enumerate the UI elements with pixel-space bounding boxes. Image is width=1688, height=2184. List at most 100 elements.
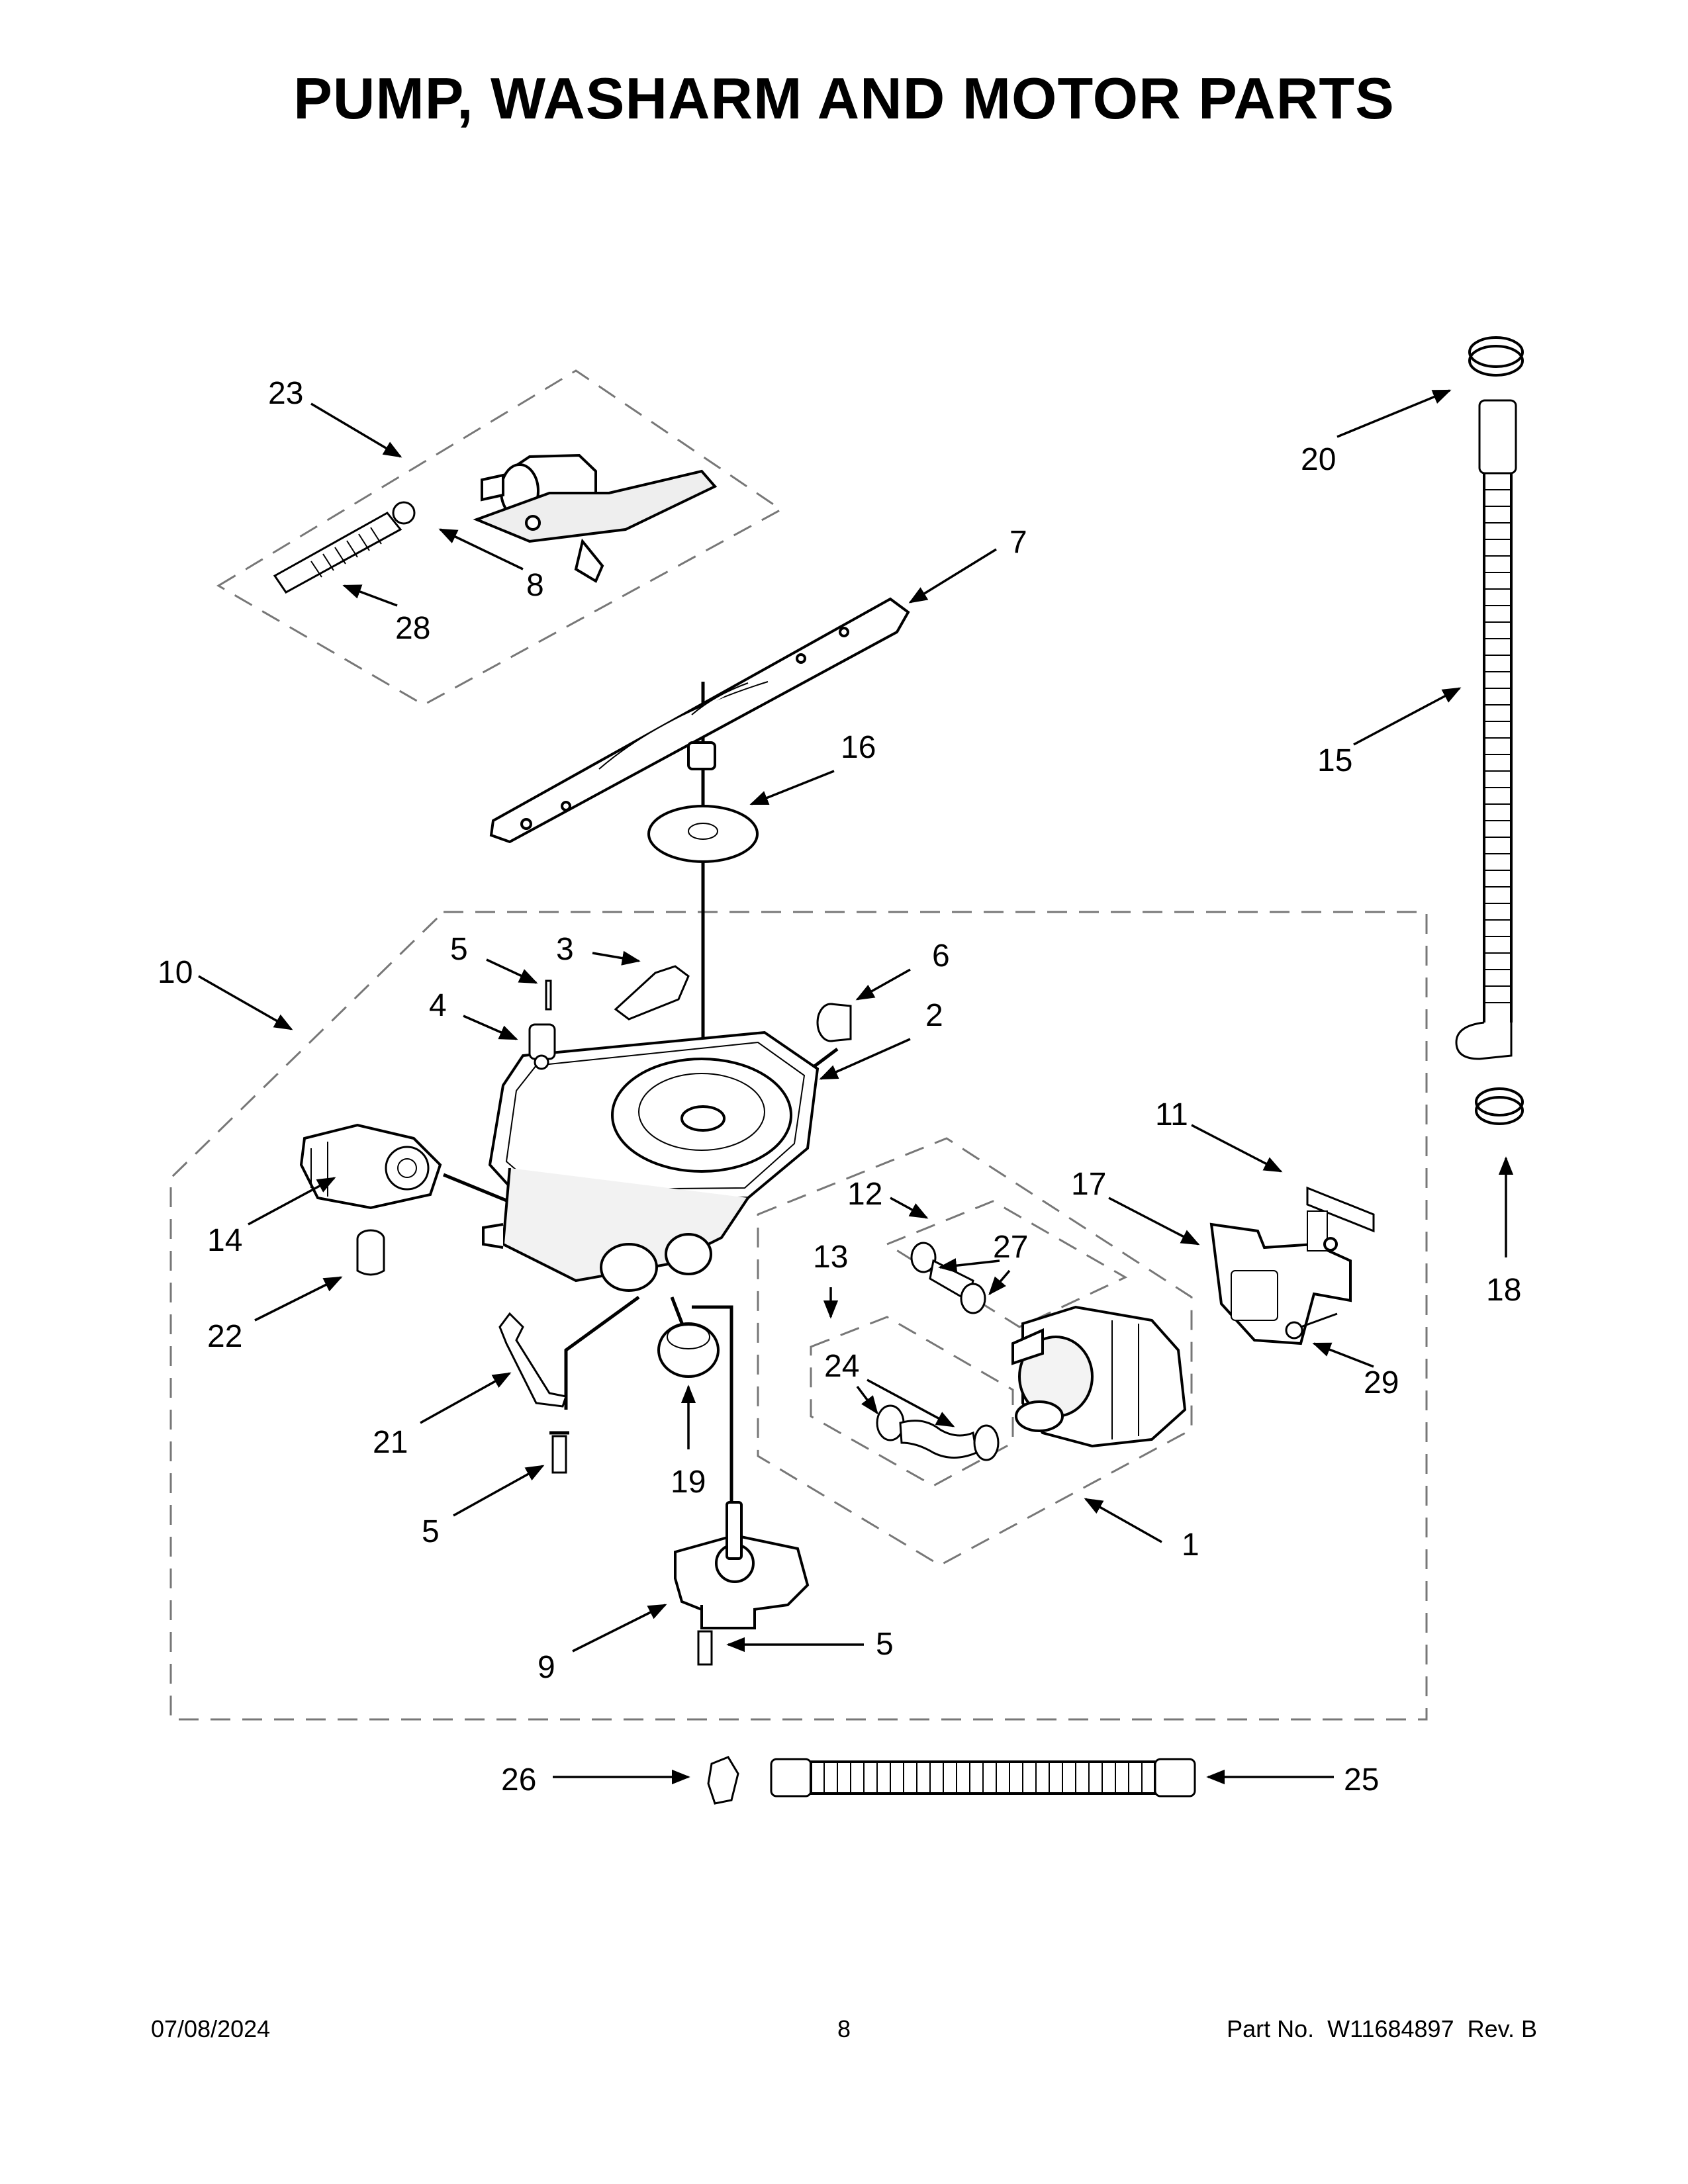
arrow-20 <box>1336 389 1452 438</box>
revision-label: Rev. B <box>1467 2015 1537 2042</box>
part-number-value: W11684897 <box>1327 2015 1454 2042</box>
callout-24: 24 <box>824 1349 859 1384</box>
callout-15: 15 <box>1317 743 1352 778</box>
callout-2: 2 <box>925 998 943 1033</box>
filter-disk <box>647 805 759 863</box>
pump-housing-9 <box>674 1501 810 1629</box>
footer-page-number: 8 <box>837 2015 851 2042</box>
bracket-4 <box>528 1023 556 1070</box>
bracket-21 <box>498 1312 567 1408</box>
arrow-2 <box>819 1038 911 1080</box>
assembly-boundary-12 <box>884 1200 1128 1328</box>
arrow-22 <box>254 1276 343 1322</box>
callout-16: 16 <box>841 730 876 765</box>
arrow-6 <box>855 968 911 1001</box>
fitting-6 <box>816 1003 852 1042</box>
callout-3: 3 <box>556 932 574 967</box>
callout-1: 1 <box>1182 1527 1199 1563</box>
callout-29: 29 <box>1364 1365 1399 1400</box>
assembly-boundary-13 <box>810 1316 1014 1487</box>
arrow-10 <box>198 975 293 1030</box>
drain-hose-25 <box>770 1758 1196 1797</box>
arrow-11 <box>1191 1124 1283 1173</box>
coupling-12 <box>910 1242 986 1314</box>
callout-4: 4 <box>429 988 447 1023</box>
callout-9: 9 <box>538 1650 555 1685</box>
screw-29 <box>1285 1312 1338 1340</box>
arrow-12 <box>890 1197 929 1219</box>
clip-26 <box>707 1756 739 1805</box>
clamp-20 <box>1468 336 1524 377</box>
callout-5-top: 5 <box>450 932 468 967</box>
diverter-hose <box>273 501 416 594</box>
arrow-1 <box>1084 1498 1162 1543</box>
check-valve-19 <box>657 1322 720 1378</box>
arrow-14 <box>248 1177 336 1226</box>
screw-5-left <box>549 1431 569 1474</box>
callout-7: 7 <box>1009 525 1027 560</box>
leader-part-14 <box>443 1173 517 1206</box>
arrow-27b <box>988 1269 1011 1296</box>
drain-hose-15 <box>1455 399 1517 1060</box>
leader-part-21 <box>564 1295 640 1410</box>
arrow-29 <box>1312 1342 1374 1368</box>
callout-26: 26 <box>501 1762 536 1797</box>
callout-11: 11 <box>1155 1097 1188 1132</box>
leader-part-9 <box>692 1305 733 1502</box>
arrow-28 <box>342 584 398 607</box>
callout-14: 14 <box>207 1223 242 1258</box>
callout-5-bottom: 5 <box>876 1627 894 1662</box>
assembly-boundary-10 <box>169 911 1428 1721</box>
bracket-11 <box>1306 1186 1375 1233</box>
arrow-4 <box>463 1015 518 1040</box>
callout-20: 20 <box>1301 442 1336 477</box>
arrow-23 <box>310 402 402 458</box>
arrow-7 <box>908 548 997 604</box>
callout-23: 23 <box>268 376 303 411</box>
callout-17: 17 <box>1071 1167 1106 1202</box>
arrow-9 <box>572 1604 667 1653</box>
callout-10: 10 <box>158 955 193 990</box>
screw-5-bottom <box>697 1630 713 1666</box>
sensor-14 <box>299 1123 442 1210</box>
callout-27: 27 <box>993 1230 1028 1265</box>
circulation-pump-1 <box>1011 1305 1187 1448</box>
arrow-8 <box>438 528 524 570</box>
arrow-3 <box>592 950 641 966</box>
lower-wash-arm <box>489 597 910 844</box>
arrow-17 <box>1108 1197 1200 1246</box>
callout-28: 28 <box>395 611 430 646</box>
diverter-motor <box>473 453 718 583</box>
callout-13: 13 <box>813 1240 848 1275</box>
clip-3 <box>614 965 690 1021</box>
arrow-27a <box>938 1258 1000 1273</box>
screw-5-top <box>545 979 552 1011</box>
arrow-24a <box>856 1385 878 1415</box>
assembly-boundary-1 <box>757 1137 1193 1567</box>
arrow-5-top <box>486 958 538 984</box>
sump-housing <box>482 1030 820 1292</box>
callout-19: 19 <box>671 1465 706 1500</box>
arrow-5-left <box>453 1465 545 1517</box>
footer-part-number: Part No. W11684897 Rev. B <box>1227 2015 1537 2043</box>
callout-6: 6 <box>932 938 950 974</box>
arrow-15 <box>1353 687 1462 746</box>
callout-12: 12 <box>847 1177 882 1212</box>
footer-date: 07/08/2024 <box>151 2015 271 2042</box>
grommet-22 <box>356 1229 385 1276</box>
arrow-16 <box>749 770 835 805</box>
elbow-24 <box>876 1404 1000 1461</box>
callout-25: 25 <box>1344 1762 1379 1797</box>
callout-5-left: 5 <box>422 1514 440 1549</box>
arrow-24b <box>867 1379 955 1428</box>
callout-22: 22 <box>207 1319 242 1354</box>
callout-21: 21 <box>373 1425 408 1460</box>
assembly-boundary-23 <box>216 369 783 706</box>
bracket-17 <box>1209 1210 1352 1345</box>
page-title: PUMP, WASHARM AND MOTOR PARTS <box>293 66 1395 131</box>
arrow-21 <box>420 1372 512 1424</box>
part-number-label: Part No. <box>1227 2015 1315 2042</box>
callout-8: 8 <box>526 568 544 603</box>
callout-18: 18 <box>1486 1273 1521 1308</box>
